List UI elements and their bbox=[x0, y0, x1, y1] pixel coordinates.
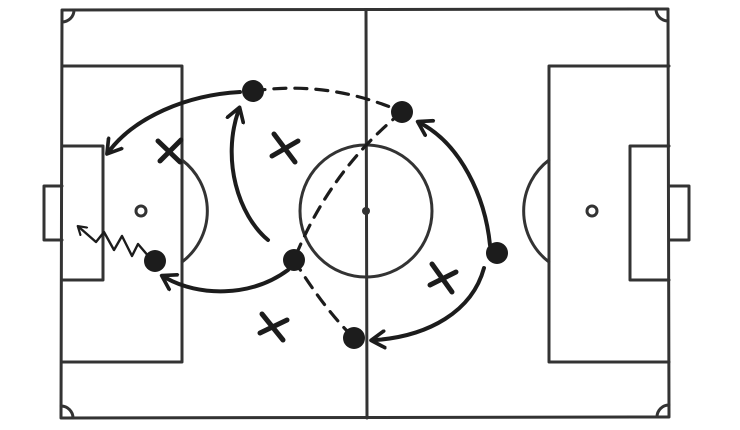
arrow-mid-upward bbox=[232, 112, 270, 242]
player-dot bbox=[283, 249, 305, 271]
defenders bbox=[155, 131, 459, 343]
arrow-top-to-box bbox=[110, 90, 242, 150]
players bbox=[144, 80, 508, 349]
pass-arrows bbox=[110, 90, 492, 340]
corner-arc-top-right bbox=[654, 7, 670, 23]
center-spot bbox=[362, 207, 370, 215]
right-penalty-arc bbox=[522, 158, 551, 264]
dashed-runs bbox=[251, 86, 404, 340]
pitch-spots bbox=[134, 204, 599, 218]
defender-x-icon bbox=[269, 131, 301, 165]
dashed-run-bottom bbox=[292, 258, 356, 340]
left-penalty-arc bbox=[180, 158, 209, 264]
player-dot bbox=[391, 101, 413, 123]
pitch-lines bbox=[42, 7, 691, 420]
right-goal-area bbox=[628, 144, 671, 282]
player-dot bbox=[242, 80, 264, 102]
right-penalty-spot bbox=[585, 204, 599, 218]
arrow-right-downward bbox=[376, 266, 486, 340]
arrow-right-upward bbox=[422, 124, 492, 247]
dashed-run-center bbox=[292, 110, 404, 262]
left-goal bbox=[42, 184, 64, 242]
dribble-zigzag-icon bbox=[80, 228, 152, 260]
arrow-mid-to-left bbox=[166, 268, 290, 294]
player-dot bbox=[144, 250, 166, 272]
left-goal-area bbox=[60, 144, 105, 282]
left-penalty-spot bbox=[134, 204, 148, 218]
dashed-run-top bbox=[251, 86, 404, 114]
corner-arc-bottom-left bbox=[59, 404, 75, 420]
defender-x-icon bbox=[155, 137, 184, 165]
player-dot bbox=[343, 327, 365, 349]
corner-arc-bottom-right bbox=[655, 403, 671, 419]
right-penalty-area bbox=[547, 64, 671, 364]
right-goal bbox=[667, 184, 691, 242]
corner-arc-top-left bbox=[60, 8, 76, 24]
left-penalty-area bbox=[60, 64, 184, 364]
player-dot bbox=[486, 242, 508, 264]
defender-x-icon bbox=[257, 311, 290, 343]
touchline-outline bbox=[59, 7, 671, 420]
defender-x-icon bbox=[427, 261, 459, 295]
